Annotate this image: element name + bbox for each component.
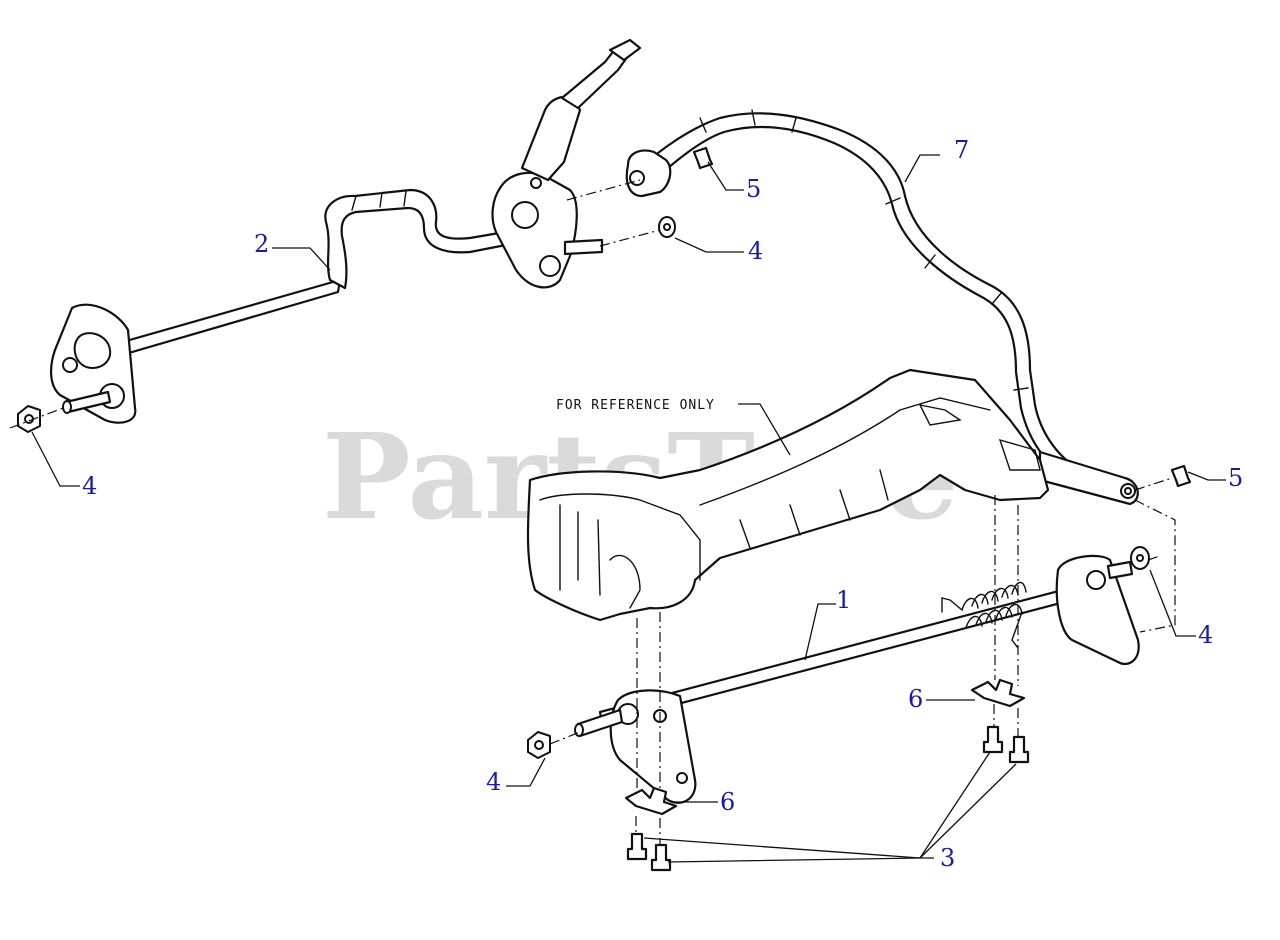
- callout-4-bottom[interactable]: 4: [486, 768, 501, 796]
- bolt: [650, 843, 672, 872]
- leader-lines: [31, 154, 1226, 863]
- part-5-bolt-right: [1170, 464, 1192, 488]
- callout-3[interactable]: 3: [940, 844, 955, 872]
- callout-2[interactable]: 2: [254, 230, 269, 258]
- callout-1[interactable]: 1: [836, 586, 851, 614]
- bolt: [1008, 735, 1030, 764]
- reference-note-leader: [738, 403, 791, 456]
- part-4-nut-bottom: [527, 731, 551, 759]
- part-4-washer-right: [1130, 546, 1150, 570]
- callout-5-right[interactable]: 5: [1228, 464, 1243, 492]
- part-4-washer-top: [658, 216, 676, 238]
- callout-4-right[interactable]: 4: [1198, 621, 1213, 649]
- part-6-clip-lower: [624, 786, 678, 816]
- bolt: [626, 832, 648, 861]
- part-6-clip-upper: [970, 678, 1026, 708]
- reference-note: FOR REFERENCE ONLY: [556, 398, 715, 413]
- callouts: 2 7 5 4 4 5 4 1 6 6 4 3: [82, 136, 1243, 872]
- part-1-rear-rod: [574, 554, 1140, 804]
- callout-6-upper[interactable]: 6: [908, 685, 923, 713]
- callout-4-top[interactable]: 4: [748, 237, 763, 265]
- callout-6-lower[interactable]: 6: [720, 788, 735, 816]
- part-2-lift-rod: [50, 38, 642, 424]
- callout-5-top[interactable]: 5: [746, 175, 761, 203]
- alignment-lines: [9, 179, 1176, 845]
- part-5-bolt-top: [692, 146, 714, 170]
- callout-4-left[interactable]: 4: [82, 472, 97, 500]
- part-4-nut-left: [17, 405, 41, 433]
- part-3-bolts: [626, 725, 1030, 872]
- bolt: [982, 725, 1004, 754]
- callout-7[interactable]: 7: [954, 136, 969, 164]
- mower-deck-reference: [526, 368, 1050, 622]
- part-7-handle-rod: [625, 109, 1139, 506]
